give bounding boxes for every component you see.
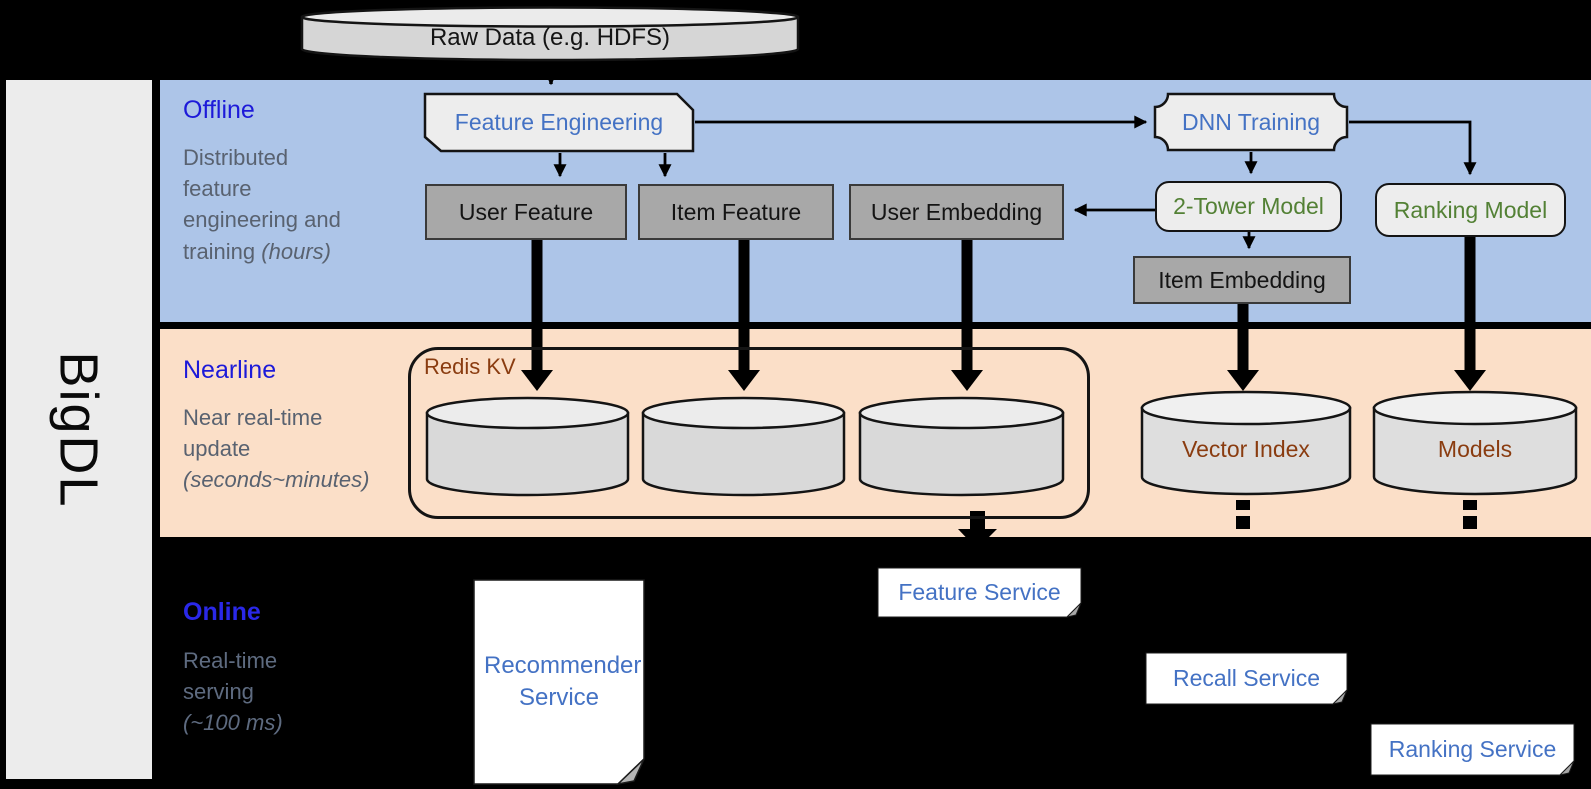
user-feature-label: User Feature <box>458 198 594 225</box>
user-embedding-label: User Embedding <box>870 198 1043 225</box>
cylinder-shape <box>425 396 630 497</box>
redis-cylinder-2 <box>641 395 846 497</box>
bigdl-sidebar: BigDL <box>6 80 152 779</box>
node-feature-engineering: Feature Engineering <box>423 92 695 153</box>
bigdl-logo-text: BigDL <box>49 350 110 509</box>
redis-cylinder-1 <box>425 395 630 497</box>
service-feature: Feature Service <box>877 567 1082 618</box>
node-user-embedding: User Embedding <box>849 184 1064 240</box>
section-title-nearline: Nearline <box>183 356 277 384</box>
two-tower-model-label: 2-Tower Model <box>1173 193 1324 219</box>
section-desc-offline: Distributed feature engineering and trai… <box>183 145 341 264</box>
cylinder-shape <box>300 6 800 62</box>
section-desc-online: Real-time serving (~100 ms) <box>183 648 283 736</box>
vector-index-label: Vector Index <box>1182 436 1310 462</box>
models-label: Models <box>1437 436 1513 462</box>
node-user-feature: User Feature <box>425 184 627 240</box>
document-shape <box>1145 652 1348 705</box>
node-ranking-model: Ranking Model <box>1375 183 1566 237</box>
vector-index-cylinder: Vector Index <box>1140 388 1352 498</box>
item-feature-label: Item Feature <box>670 198 802 225</box>
raw-data-label: Raw Data (e.g. HDFS) <box>429 24 671 51</box>
cylinder-shape <box>858 396 1065 497</box>
section-title-online: Online <box>183 598 261 626</box>
models-cylinder: Models <box>1372 388 1578 498</box>
recommender-service-label: Recommender Service <box>484 651 642 711</box>
document-shape <box>1370 723 1575 776</box>
service-ranking: Ranking Service <box>1370 723 1575 776</box>
service-recommender: Recommender Service <box>473 579 645 785</box>
dnn-training-label: DNN Training <box>1181 108 1321 135</box>
feature-engineering-label: Feature Engineering <box>454 109 664 135</box>
ranking-service-label: Ranking Service <box>1388 736 1557 762</box>
cylinder-shape <box>641 396 846 497</box>
document-shape <box>473 579 645 785</box>
ranking-model-label: Ranking Model <box>1393 196 1548 223</box>
cylinder-shape <box>1140 390 1352 496</box>
section-desc-nearline: Near real-time update (seconds~minutes) <box>183 405 370 493</box>
section-title-offline: Offline <box>183 96 255 124</box>
service-recall: Recall Service <box>1145 652 1348 705</box>
node-item-embedding: Item Embedding <box>1133 256 1351 304</box>
node-two-tower-model: 2-Tower Model <box>1155 181 1342 232</box>
node-dnn-training: DNN Training <box>1153 92 1349 152</box>
feature-service-label: Feature Service <box>898 579 1061 605</box>
plaque-shape <box>1153 92 1349 152</box>
redis-kv-label: Redis KV <box>424 354 516 379</box>
redis-cylinder-3 <box>858 395 1065 497</box>
cylinder-shape <box>1372 390 1578 496</box>
raw-data-cylinder: Raw Data (e.g. HDFS) <box>300 5 800 63</box>
hexagon-shape <box>423 92 695 153</box>
document-shape <box>877 567 1082 618</box>
recall-service-label: Recall Service <box>1173 665 1320 691</box>
item-embedding-label: Item Embedding <box>1158 266 1326 293</box>
node-item-feature: Item Feature <box>638 184 834 240</box>
